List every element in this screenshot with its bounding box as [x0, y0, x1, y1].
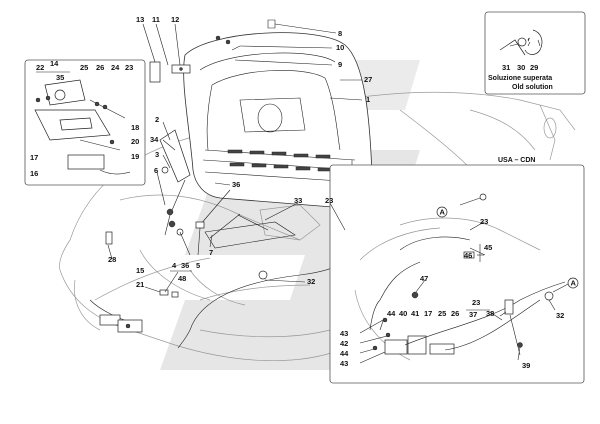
- callout-19: 19: [131, 152, 139, 161]
- callout-20: 20: [131, 137, 139, 146]
- callout-24: 24: [111, 63, 120, 72]
- callout-36-lower: 36: [181, 261, 189, 270]
- callout-44-top: 44: [387, 309, 396, 318]
- callout-15: 15: [136, 266, 144, 275]
- callout-33: 33: [294, 196, 302, 205]
- callout-25-inset: 25: [80, 63, 88, 72]
- callout-14: 14: [50, 59, 59, 68]
- callout-37: 37: [469, 310, 477, 319]
- callout-45: 45: [484, 243, 492, 252]
- callout-26-usa: 26: [451, 309, 459, 318]
- callout-32-usa: 32: [556, 311, 564, 320]
- callout-12: 12: [171, 15, 179, 24]
- front-hood: [183, 32, 373, 209]
- reference-markers: A A: [436, 206, 579, 289]
- callout-13: 13: [136, 15, 144, 24]
- old-solution-caption-en: Old solution: [512, 84, 553, 91]
- callout-23-usa-lower: 23: [472, 298, 480, 307]
- callout-48: 48: [178, 274, 186, 283]
- callout-34: 34: [150, 135, 159, 144]
- callout-17-inset: 17: [30, 153, 38, 162]
- callout-leader-lines: [107, 23, 556, 364]
- marker-a-label-1: A: [440, 208, 446, 217]
- usa-cdn-callouts: USA – CDN 23 45 46 47 38 23 37 32 43 42 …: [340, 157, 564, 370]
- callout-26-inset: 26: [96, 63, 104, 72]
- marker-a-circle-1: [436, 206, 448, 218]
- lock-inset-callouts: 22 14 25 26 24 23 35 18 20 19 17 16: [30, 59, 139, 178]
- callout-25-usa: 25: [438, 309, 446, 318]
- callout-43-lower: 43: [340, 359, 348, 368]
- callout-39: 39: [522, 361, 530, 370]
- hood-hinge-assembly: [105, 19, 296, 298]
- callout-28: 28: [108, 255, 116, 264]
- callout-7: 7: [209, 248, 213, 257]
- callout-8: 8: [338, 29, 342, 38]
- callout-17-usa: 17: [424, 309, 432, 318]
- callout-21: 21: [136, 280, 144, 289]
- callout-18: 18: [131, 123, 139, 132]
- usa-cdn-inset: [329, 164, 585, 384]
- callout-5: 5: [196, 261, 200, 270]
- marker-a-label-2: A: [571, 279, 577, 288]
- callout-47: 47: [420, 274, 428, 283]
- callout-16: 16: [30, 169, 38, 178]
- old-solution-callouts: 31 30 29 Soluzione superata Old solution: [488, 63, 553, 91]
- car-body-outline: [59, 91, 576, 361]
- callout-43-upper: 43: [340, 329, 348, 338]
- callout-23-main: 23: [325, 196, 333, 205]
- callout-29: 29: [530, 63, 538, 72]
- callout-11: 11: [152, 15, 160, 24]
- callout-46: 46: [464, 251, 472, 260]
- lock-mechanism-inset: [24, 59, 146, 186]
- callout-42: 42: [340, 339, 348, 348]
- callout-31: 31: [502, 63, 510, 72]
- callout-22: 22: [36, 63, 44, 72]
- callout-40: 40: [399, 309, 407, 318]
- callout-9: 9: [338, 60, 342, 69]
- callout-23-usa: 23: [480, 217, 488, 226]
- callout-38: 38: [486, 309, 494, 318]
- callout-41: 41: [411, 309, 419, 318]
- callout-36-upper: 36: [232, 180, 240, 189]
- callout-3: 3: [155, 150, 159, 159]
- marker-a-circle-2: [567, 277, 579, 289]
- callout-1: 1: [366, 95, 370, 104]
- callout-4: 4: [172, 261, 177, 270]
- usa-cdn-label: USA – CDN: [498, 157, 535, 164]
- old-solution-caption-it: Soluzione superata: [488, 75, 552, 82]
- callout-2: 2: [155, 115, 159, 124]
- callout-27: 27: [364, 75, 372, 84]
- callout-35: 35: [56, 73, 64, 82]
- main-view-callouts: 13 11 12 8 10 9 27 1 2 34 3 6 36 33 23 7…: [108, 15, 372, 289]
- callout-6: 6: [154, 166, 158, 175]
- callout-23-inset: 23: [125, 63, 133, 72]
- callout-10: 10: [336, 43, 344, 52]
- callout-30: 30: [517, 63, 525, 72]
- callout-44-left: 44: [340, 349, 349, 358]
- callout-32-main: 32: [307, 277, 315, 286]
